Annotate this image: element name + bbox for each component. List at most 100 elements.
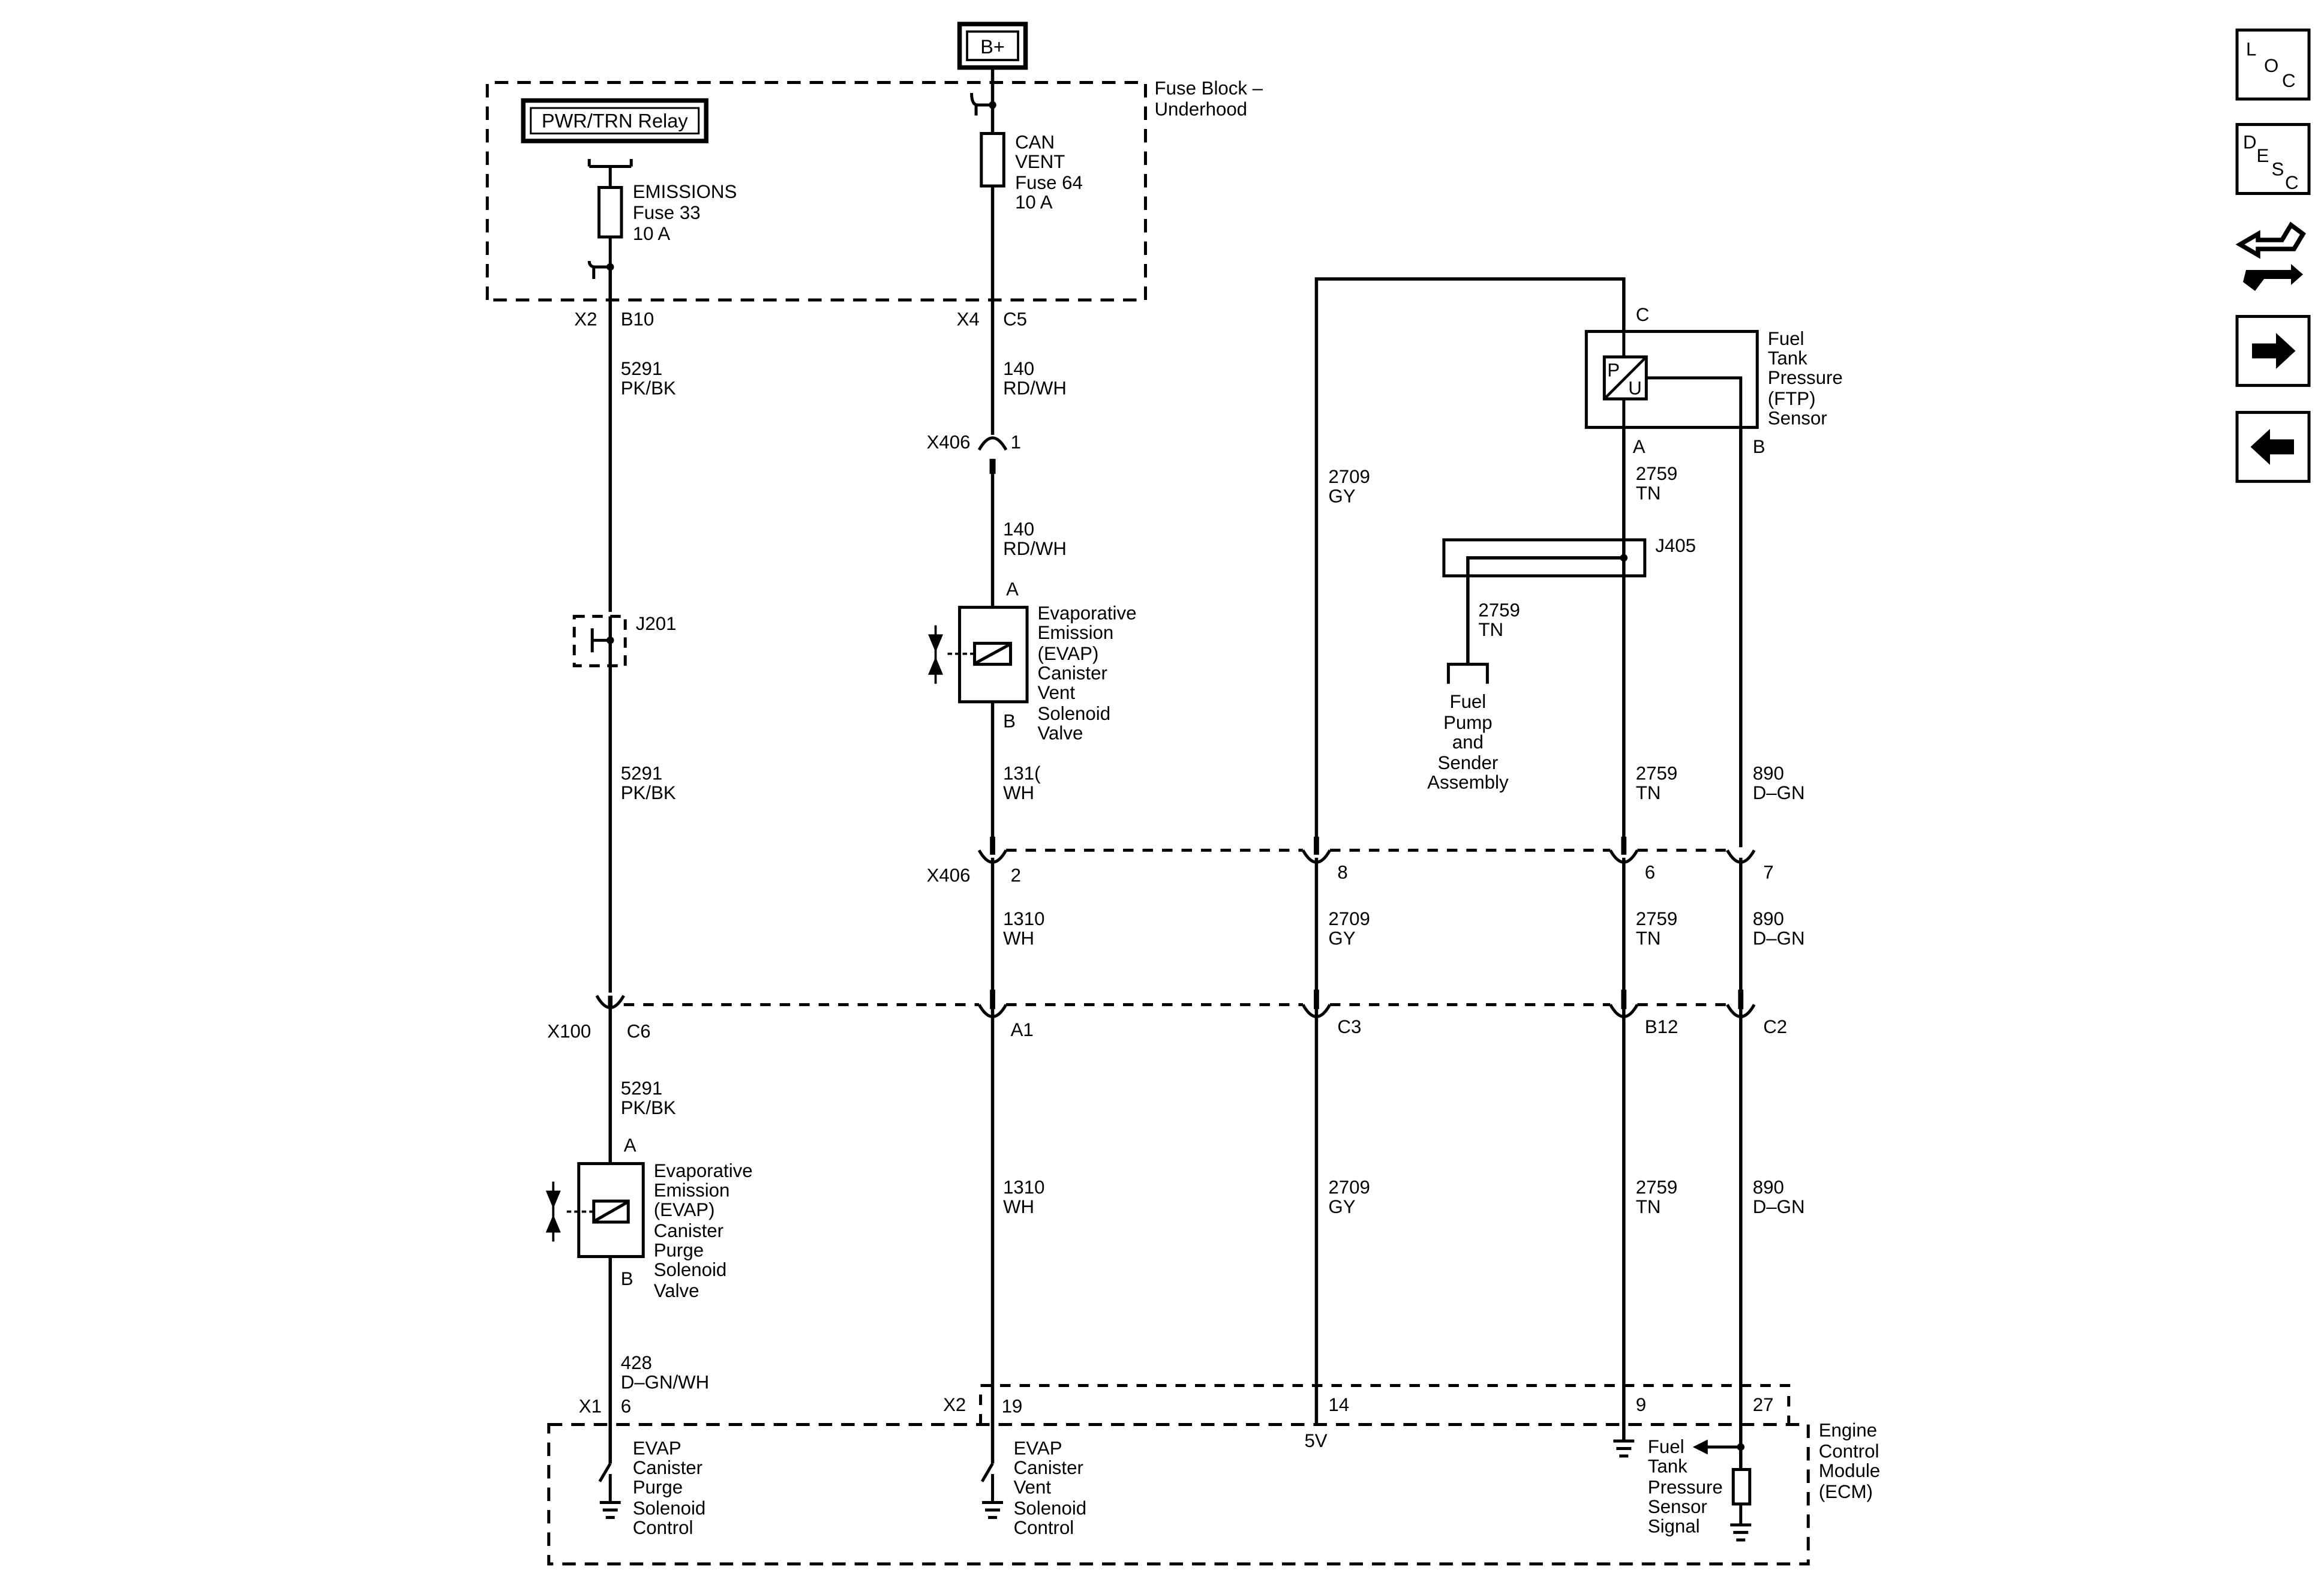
purge-valve-label: Evaporative Emission (EVAP) Canister Pur… [654, 1160, 753, 1301]
svg-text:J405: J405 [1655, 535, 1696, 556]
splice-j405: J405 [1442, 535, 1696, 665]
svg-text:Module: Module [1819, 1460, 1880, 1481]
svg-text:EVAP: EVAP [1014, 1437, 1062, 1458]
svg-text:J201: J201 [636, 613, 677, 634]
svg-text:WH: WH [1003, 928, 1034, 949]
svg-text:2709: 2709 [1328, 466, 1370, 487]
ftp-sensor: P U [1584, 329, 1759, 429]
svg-text:PK/BK: PK/BK [621, 782, 676, 803]
connector-view-icon[interactable] [2235, 221, 2306, 291]
purge-driver-switch [598, 1463, 621, 1519]
svg-text:U: U [1628, 377, 1642, 398]
svg-text:2: 2 [1011, 865, 1021, 886]
svg-text:2759: 2759 [1636, 908, 1677, 929]
svg-text:10 A: 10 A [1015, 191, 1053, 212]
svg-text:2759: 2759 [1636, 763, 1677, 784]
svg-text:Control: Control [1014, 1517, 1074, 1538]
splice-j201: J201 [572, 613, 677, 668]
svg-text:E: E [2257, 145, 2269, 166]
svg-text:X100: X100 [547, 1021, 591, 1042]
ftp-signal-input [1692, 1439, 1752, 1542]
svg-text:140: 140 [1003, 358, 1034, 379]
svg-text:Valve: Valve [1038, 722, 1083, 743]
svg-text:B: B [621, 1268, 633, 1289]
svg-text:X2: X2 [943, 1394, 966, 1415]
svg-text:C5: C5 [1003, 308, 1027, 329]
svg-text:7: 7 [1763, 862, 1773, 883]
svg-text:L: L [2246, 39, 2256, 60]
svg-text:EMISSIONS: EMISSIONS [633, 181, 737, 202]
svg-text:Purge: Purge [633, 1476, 683, 1497]
svg-text:Canister: Canister [1014, 1457, 1083, 1478]
svg-text:Solenoid: Solenoid [654, 1259, 727, 1280]
svg-text:A: A [1006, 578, 1019, 599]
svg-text:(EVAP): (EVAP) [654, 1199, 715, 1220]
connector-x406-row [977, 836, 1756, 864]
svg-text:X1: X1 [579, 1395, 602, 1416]
arrow-left-icon[interactable] [2235, 410, 2311, 483]
svg-text:PWR/TRN Relay: PWR/TRN Relay [542, 110, 688, 132]
svg-text:B10: B10 [621, 308, 654, 329]
emissions-fuse: EMISSIONS Fuse 33 10 A [587, 159, 737, 279]
svg-text:Fuse 64: Fuse 64 [1015, 172, 1083, 193]
evap-vent-solenoid [928, 605, 1029, 704]
svg-text:Solenoid: Solenoid [633, 1497, 706, 1518]
svg-text:27: 27 [1753, 1394, 1774, 1415]
svg-text:C: C [2282, 70, 2296, 91]
svg-text:2709: 2709 [1328, 908, 1370, 929]
can-vent-fuse: CAN VENT Fuse 64 10 A [970, 67, 1083, 212]
svg-text:GY: GY [1328, 1196, 1355, 1217]
connector-x100-row [623, 989, 1756, 1018]
svg-text:890: 890 [1753, 763, 1784, 784]
fuse-block-label: Fuse Block – [1155, 78, 1263, 99]
purge-control-label: EVAP Canister Purge Solenoid Control [633, 1437, 706, 1538]
fuel-pump-connector: Fuel Pump and Sender Assembly [1427, 662, 1509, 793]
ftp-sensor-label: Fuel Tank Pressure (FTP) Sensor [1768, 328, 1843, 428]
svg-text:428: 428 [621, 1352, 652, 1373]
desc-button[interactable]: D E S C [2235, 123, 2311, 196]
connector-x100-c6 [595, 995, 625, 1009]
svg-text:GY: GY [1328, 928, 1355, 949]
svg-text:C: C [2285, 172, 2299, 193]
svg-text:O: O [2264, 55, 2278, 76]
svg-text:Pressure: Pressure [1648, 1476, 1723, 1497]
svg-text:D–GN: D–GN [1753, 1196, 1805, 1217]
svg-text:2759: 2759 [1636, 463, 1677, 484]
svg-text:RD/WH: RD/WH [1003, 538, 1067, 559]
svg-text:RD/WH: RD/WH [1003, 377, 1067, 398]
svg-text:TN: TN [1636, 928, 1661, 949]
svg-text:2759: 2759 [1636, 1177, 1677, 1198]
svg-text:WH: WH [1003, 1196, 1034, 1217]
b-plus-label: B+ [980, 36, 1005, 58]
svg-text:EVAP: EVAP [633, 1437, 681, 1458]
svg-text:D–GN/WH: D–GN/WH [621, 1371, 710, 1392]
svg-text:890: 890 [1753, 908, 1784, 929]
svg-text:1310: 1310 [1003, 1177, 1044, 1198]
svg-text:1310: 1310 [1003, 908, 1044, 929]
svg-text:Pump: Pump [1443, 712, 1493, 733]
svg-text:10 A: 10 A [633, 223, 671, 244]
svg-text:S: S [2272, 159, 2284, 180]
svg-text:2709: 2709 [1328, 1177, 1370, 1198]
svg-text:Evaporative: Evaporative [654, 1160, 753, 1181]
svg-text:Fuel: Fuel [1768, 328, 1804, 349]
svg-text:Fuse 33: Fuse 33 [633, 202, 701, 223]
evap-purge-solenoid [545, 1162, 645, 1259]
svg-text:TN: TN [1636, 782, 1661, 803]
svg-text:Canister: Canister [654, 1220, 723, 1241]
svg-text:B: B [1753, 436, 1765, 457]
svg-text:Signal: Signal [1648, 1515, 1700, 1536]
svg-text:C6: C6 [627, 1021, 651, 1042]
svg-text:Vent: Vent [1038, 682, 1076, 703]
svg-text:Emission: Emission [1038, 622, 1114, 643]
svg-text:19: 19 [1002, 1395, 1023, 1416]
svg-text:Canister: Canister [1038, 662, 1107, 683]
arrow-right-icon[interactable] [2235, 314, 2311, 387]
b-plus-supply: B+ [957, 22, 1028, 70]
vent-valve-label: Evaporative Emission (EVAP) Canister Ven… [1038, 602, 1137, 743]
svg-text:A1: A1 [1011, 1019, 1034, 1040]
svg-text:A: A [1633, 436, 1646, 457]
svg-text:5291: 5291 [621, 358, 662, 379]
loc-button[interactable]: L O C [2235, 28, 2311, 101]
